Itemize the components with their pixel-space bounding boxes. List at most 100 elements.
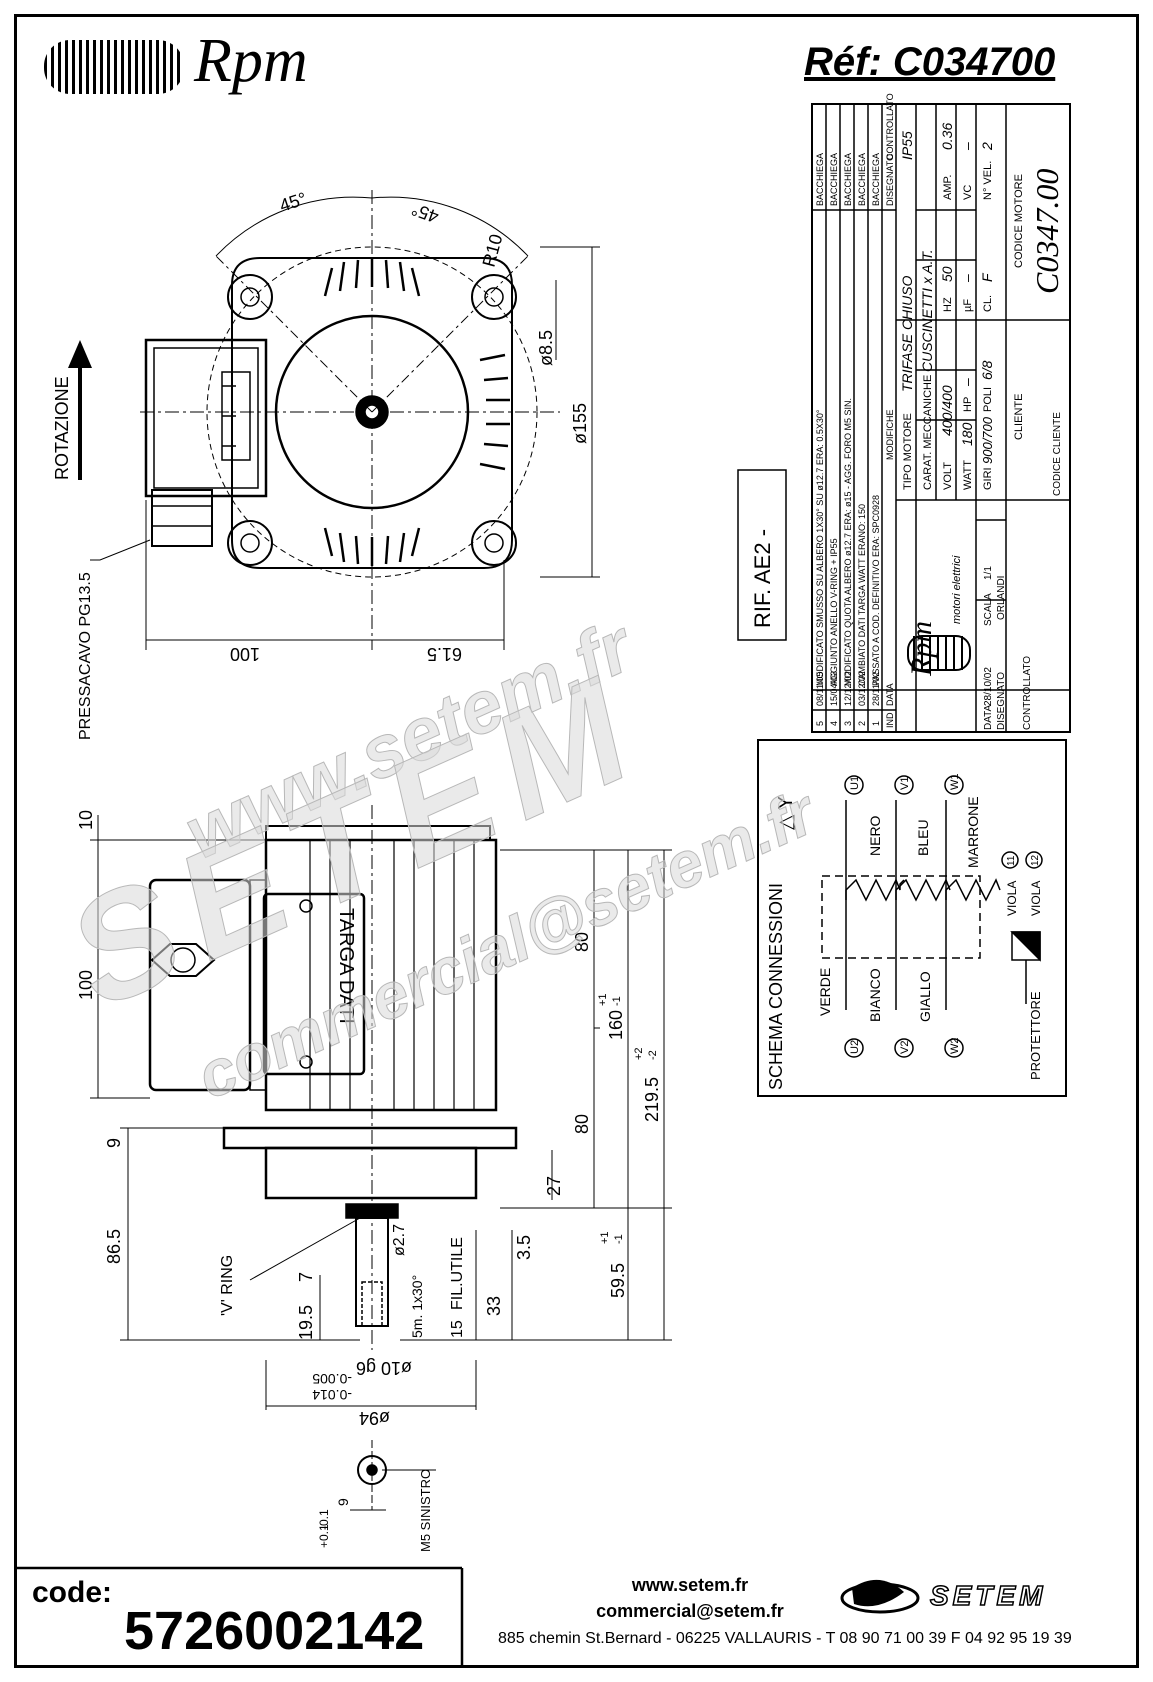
- dim-59-tol-plus: +1: [599, 1231, 611, 1244]
- code-label: code:: [32, 1576, 113, 1609]
- dim-27: 27: [544, 1176, 564, 1196]
- rev-3-by: BACCHIEGA: [843, 153, 853, 206]
- wire-top-1: NERO: [867, 815, 883, 856]
- codice-cliente-label: CODICE CLIENTE: [1052, 412, 1063, 496]
- shaft-dia-label: ø10 g6: [356, 1358, 412, 1378]
- cable-gland-label: PRESSACAVO PG13.5: [77, 572, 94, 740]
- rev-2-ind: 2: [857, 721, 867, 726]
- tipo-motore-value: TRIFASE CHIUSO: [899, 275, 915, 392]
- nvel-label: N° VEL.: [982, 161, 994, 200]
- wire-bottom-3: GIALLO: [917, 971, 933, 1022]
- tipo-motore-label: TIPO MOTORE: [902, 413, 914, 490]
- dim-10: 10: [76, 810, 96, 830]
- ip-value: IP55: [899, 131, 915, 160]
- tb-coil-logo-icon: [907, 635, 971, 671]
- watt-label: WATT: [962, 460, 974, 490]
- cliente-label: CLIENTE: [1013, 394, 1025, 440]
- rev-1-date: 28/11/02: [871, 672, 881, 706]
- dim-100: 100: [76, 970, 96, 1000]
- poli-value: 6/8: [979, 360, 995, 380]
- giri-value: 900/700: [980, 416, 995, 464]
- dim-3-5: 3.5: [514, 1235, 534, 1260]
- hp-value: –: [959, 378, 975, 387]
- rev-5-ind: 5: [815, 721, 825, 726]
- nameplate-label: TARGA DATI: [335, 908, 357, 1024]
- footer-brand: SETEM: [929, 1579, 1047, 1612]
- viola-2: VIOLA: [1029, 881, 1043, 916]
- dim-80-bottom: 80: [572, 1114, 592, 1134]
- detail-tol-1: -0.1: [317, 1509, 331, 1530]
- rev-5-date: 08/11/05: [815, 672, 825, 706]
- angle-left-label: 45°: [277, 188, 309, 215]
- scheme-title: SCHEMA CONNESSIONI: [766, 883, 786, 1090]
- rev-4-ind: 4: [829, 721, 839, 726]
- volt-label: VOLT: [942, 462, 954, 490]
- detail-tol-2: +0.1: [317, 1524, 331, 1548]
- reference-number: Réf: C034700: [804, 40, 1056, 84]
- wire-bottom-2: BIANCO: [867, 968, 883, 1022]
- uf-label: µF: [962, 299, 974, 312]
- dim-59-tol-minus: -1: [613, 1234, 625, 1244]
- disegnato-value: ORLANDI: [996, 576, 1007, 620]
- terminal-w2: W2: [949, 1038, 961, 1055]
- footer-web-link[interactable]: www.setem.fr: [631, 1575, 749, 1595]
- dim-86-5: 86.5: [104, 1229, 124, 1264]
- rev-3-ind: 3: [843, 721, 853, 726]
- hz-value: 50: [939, 266, 955, 282]
- codice-motore-value: C0347.00: [1029, 169, 1065, 294]
- nvel-value: 2: [979, 142, 995, 151]
- dim-left-label: 100: [230, 644, 260, 664]
- rotation-label: ROTAZIONE: [52, 376, 72, 480]
- poli-label: POLI: [982, 387, 994, 412]
- footer-email-link[interactable]: commercial@setem.fr: [596, 1601, 784, 1621]
- drawing-sheet: [14, 14, 1139, 1668]
- terminal-w1: W1: [949, 774, 961, 791]
- data-label: DATA: [983, 704, 994, 730]
- rev-head-drawn: DISEGNATO: [885, 154, 895, 206]
- title-block: [811, 103, 1071, 733]
- watt-value: 180: [959, 422, 975, 446]
- rev-5-text: MODIFICATO SMUSSO SU ALBERO 1X30° SU ø12…: [815, 409, 825, 686]
- cl-value: F: [979, 272, 995, 282]
- dim-15: 15: [449, 1320, 466, 1338]
- dim-59-5: 59.5: [608, 1263, 628, 1298]
- rev-4-by: BACCHIEGA: [829, 153, 839, 206]
- product-code: 5726002142: [124, 1601, 425, 1661]
- amp-label: AMP.: [942, 175, 954, 200]
- thread-label: 5m. 1x30°: [409, 1275, 425, 1338]
- dim-160-tol-plus: +1: [597, 993, 609, 1006]
- hole-dia-label: ø8.5: [536, 330, 556, 366]
- protector-label: PROTETTORE: [1028, 991, 1043, 1080]
- terminal-v2: V2: [899, 1041, 911, 1054]
- carat-label: CARAT. MECCANICHE: [922, 375, 934, 490]
- rev-2-date: 03/12/02: [857, 671, 867, 706]
- data-value: 28/10/02: [983, 667, 994, 706]
- rev-3-date: 12/12/02: [843, 671, 853, 706]
- viola-1: VIOLA: [1005, 881, 1019, 916]
- rev-5-by: BACCHIEGA: [815, 153, 825, 206]
- fil-utile-label: FIL.UTILE: [449, 1237, 466, 1310]
- rev-1-ind: 1: [871, 721, 881, 726]
- dim-219-tol-plus: +2: [633, 1047, 645, 1060]
- footer-contact: www.setem.fr commercial@setem.fr: [540, 1572, 840, 1624]
- rev-head-ind: IND: [885, 712, 895, 728]
- scala-value: 1/1: [983, 566, 994, 580]
- viola-term-2: 12: [1030, 854, 1041, 866]
- delta-star-label: △ Y: [775, 796, 797, 830]
- front-view: [90, 190, 600, 650]
- rev-4-date: 15/04/03: [829, 671, 839, 706]
- rev-4-text: AGGIUNTO ANELLO V-RING + IP55: [829, 538, 839, 686]
- shaft-tol-2: -0.014: [312, 1387, 352, 1403]
- brand-name: Rpm: [194, 27, 308, 95]
- scala-label: SCALA: [983, 593, 994, 626]
- terminal-v1: V1: [899, 777, 911, 790]
- carat-value: CUSCINETTI x A.T.: [919, 249, 935, 372]
- watermark: www.setem.fr SETEM commercial@setem.fr: [44, 602, 828, 1113]
- shaft-tol-1: -0.005: [312, 1371, 352, 1387]
- dim-right-label: 61.5: [427, 644, 462, 664]
- dim-9: 9: [104, 1138, 124, 1148]
- m5-label: M5 SINISTRO: [418, 1469, 433, 1552]
- flange-dia-label: ø155: [570, 403, 590, 444]
- vc-label: VC: [962, 185, 974, 200]
